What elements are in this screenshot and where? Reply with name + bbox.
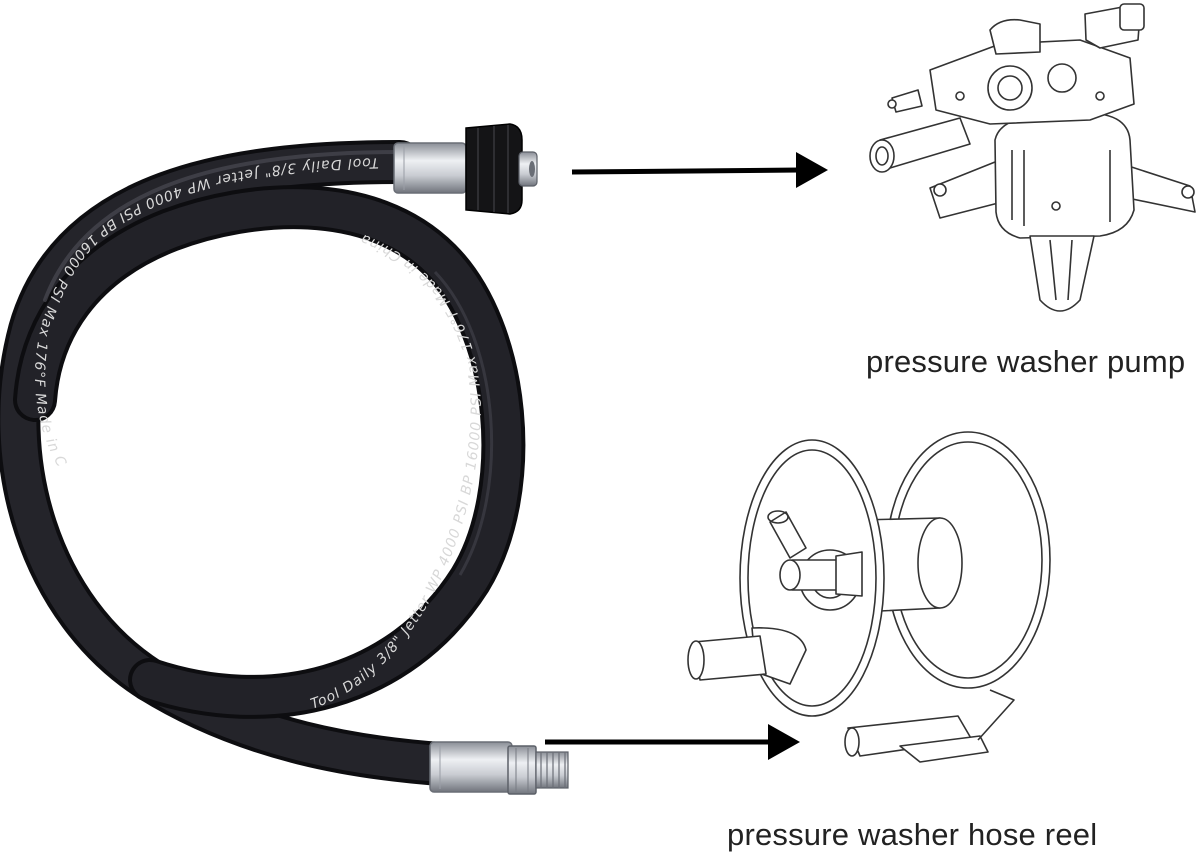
pump-caption: pressure washer pump xyxy=(866,344,1186,379)
hose-reel-caption: pressure washer hose reel xyxy=(727,817,1098,852)
hose-reel-icon xyxy=(687,431,1051,763)
arrow-icon xyxy=(571,152,828,188)
female-fitting-icon xyxy=(393,123,538,215)
arrow-icon xyxy=(545,724,800,760)
hose-icon: Tool Daily 3/8" Jetter WP 4000 PSI BP 16… xyxy=(0,0,569,795)
male-fitting-icon xyxy=(429,741,569,795)
pump-icon xyxy=(869,3,1196,312)
